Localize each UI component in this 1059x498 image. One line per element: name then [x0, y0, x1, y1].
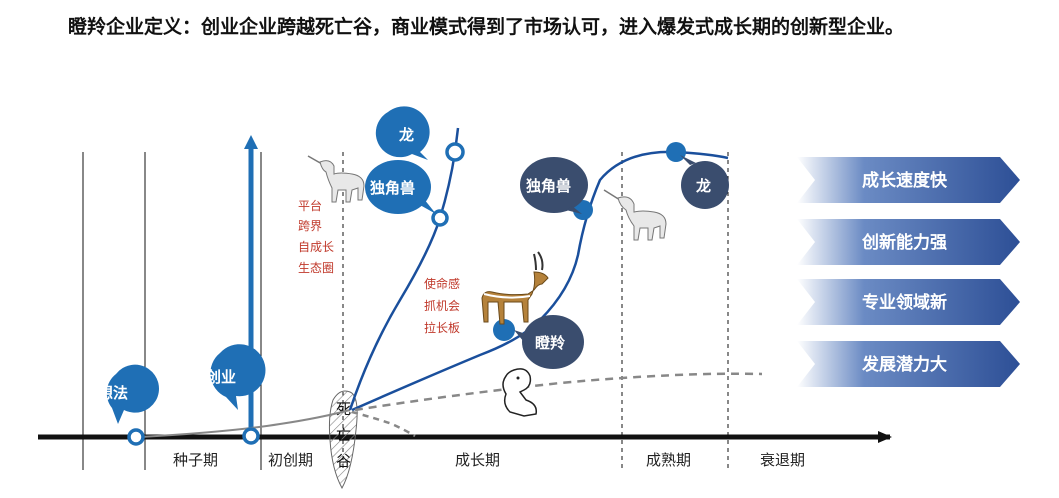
svg-text:龙: 龙: [695, 177, 711, 195]
svg-text:拉长板: 拉长板: [424, 320, 460, 335]
svg-text:发展潜力大: 发展潜力大: [861, 354, 947, 375]
phase-label-early: 初创期: [268, 451, 313, 469]
unicorn-icon: [307, 155, 365, 203]
bubble-unicorn-left: 独角兽: [365, 160, 436, 214]
curve-node-dragon-left: [445, 142, 465, 162]
thinker-icon: [502, 368, 538, 417]
svg-text:使命感: 使命感: [424, 276, 460, 291]
platform-notes: 平台 跨界 自成长 生态圈: [298, 198, 334, 275]
curve-node-unicorn-right: [573, 200, 593, 220]
svg-text:成长速度快: 成长速度快: [862, 170, 948, 191]
base-curve: [139, 409, 351, 438]
svg-text:龙: 龙: [398, 126, 414, 144]
svg-text:创业: 创业: [205, 368, 236, 386]
svg-text:独角兽: 独角兽: [370, 179, 415, 197]
bubble-startup: 创业: [205, 344, 266, 410]
svg-text:生态圈: 生态圈: [298, 261, 334, 275]
gazelle-icon: [481, 251, 549, 325]
plateau-curve: [354, 372, 763, 412]
death-valley-shape: [328, 390, 358, 490]
trait-chevron-1: 成长速度快: [797, 157, 1020, 203]
decline-curve: [351, 410, 416, 438]
bubble-idea: 想法: [97, 364, 159, 424]
curve-node-gazelle: [493, 319, 515, 341]
bubble-unicorn-right: 独角兽: [520, 157, 588, 214]
axis-node-startup: [242, 427, 260, 445]
svg-text:专业领域新: 专业领域新: [862, 292, 947, 313]
death-valley-char-1: 死: [336, 400, 351, 418]
unicorn-curve: [348, 127, 460, 411]
svg-text:瞪羚: 瞪羚: [535, 334, 565, 352]
phase-label-growth: 成长期: [455, 451, 500, 469]
svg-text:自成长: 自成长: [298, 240, 334, 254]
phase-label-seed: 种子期: [173, 451, 218, 469]
bubble-dragon-left: 龙: [375, 106, 430, 160]
bubble-dragon-right: 龙: [680, 155, 729, 209]
phase-label-mature: 成熟期: [646, 451, 691, 469]
axis-node-seed: [127, 428, 145, 446]
phase-label-decline: 衰退期: [760, 451, 805, 469]
svg-text:抓机会: 抓机会: [424, 299, 460, 313]
gazelle-notes: 使命感 抓机会 拉长板: [424, 276, 460, 335]
svg-text:想法: 想法: [97, 384, 128, 402]
curve-node-dragon-right: [666, 142, 686, 162]
trait-chevron-3: 专业领域新: [797, 279, 1020, 325]
trait-chevron-2: 创新能力强: [797, 219, 1020, 265]
curve-node-unicorn-left: [431, 209, 449, 227]
svg-text:跨界: 跨界: [298, 219, 322, 233]
svg-text:独角兽: 独角兽: [526, 177, 571, 195]
trait-chevron-4: 发展潜力大: [797, 341, 1020, 387]
death-valley-char-2: 亡: [336, 426, 351, 444]
svg-text:平台: 平台: [298, 198, 322, 213]
page-title: 瞪羚企业定义：创业企业跨越死亡谷，商业模式得到了市场认可，进入爆发式成长期的创新…: [68, 16, 905, 38]
bubble-gazelle: 瞪羚: [514, 315, 584, 369]
death-valley-char-3: 谷: [336, 452, 351, 470]
svg-text:创新能力强: 创新能力强: [861, 232, 947, 253]
unicorn-icon-right: [603, 189, 667, 241]
